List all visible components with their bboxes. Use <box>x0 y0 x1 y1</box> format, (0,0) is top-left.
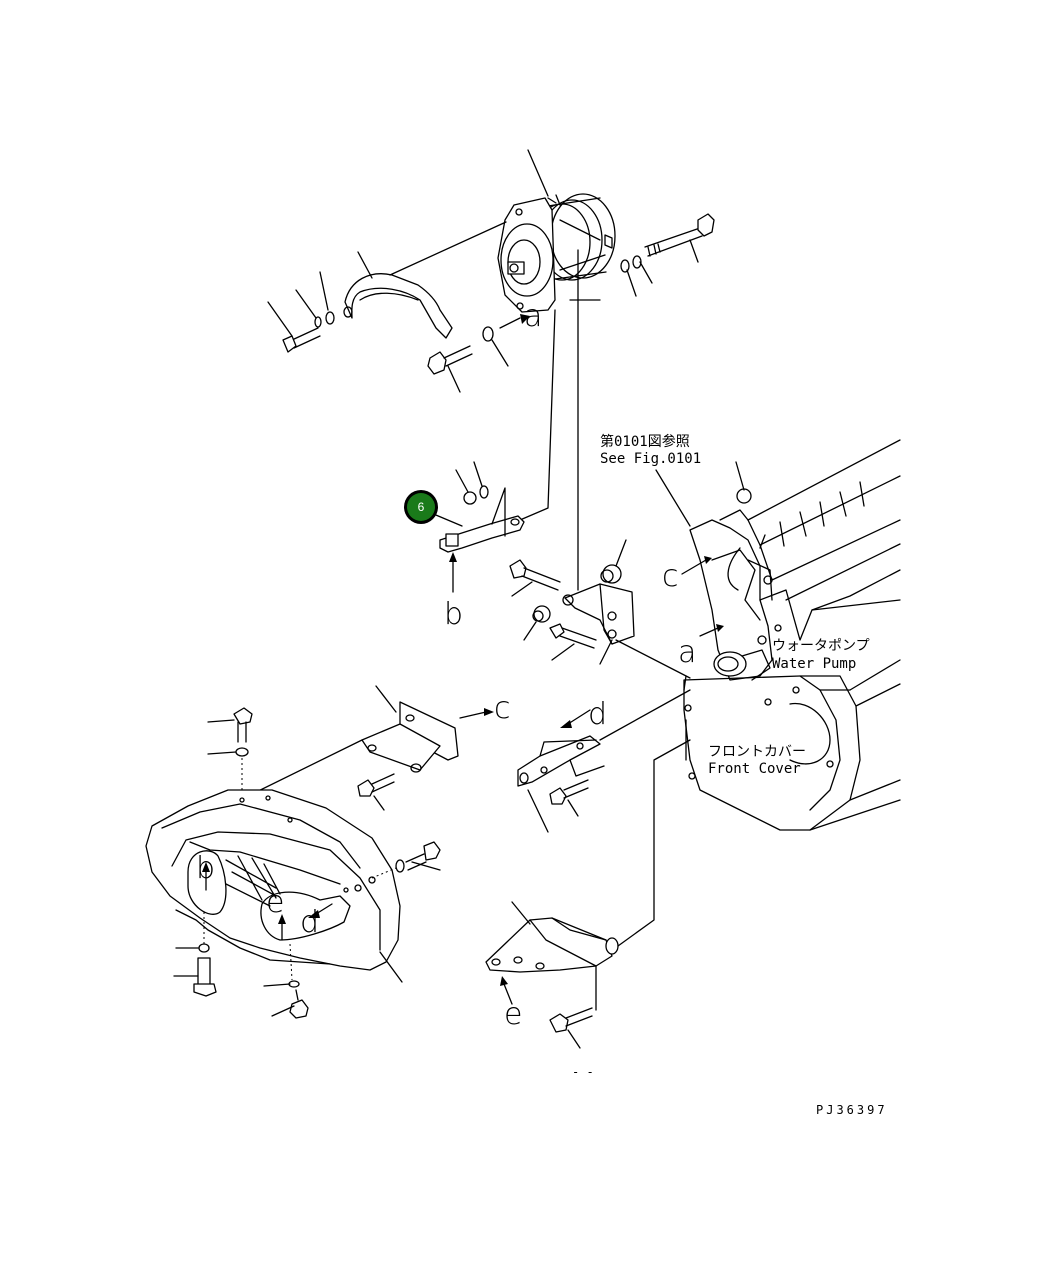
callout-number: 6 <box>418 500 425 514</box>
leader-line <box>615 539 627 567</box>
cover-bolt-right <box>395 841 441 873</box>
view-letter-e2: e <box>266 885 284 920</box>
leader-line <box>447 365 461 393</box>
leader-line <box>473 461 483 487</box>
view-letter-c2: c <box>494 691 511 726</box>
arrow-c2 <box>459 711 487 719</box>
engine-block <box>689 439 901 681</box>
leader-line <box>655 469 691 527</box>
leader-line <box>511 901 531 925</box>
tensioner-bolt <box>509 559 561 591</box>
cover-bolt-mid <box>357 773 395 797</box>
tensioner-bracket <box>562 583 635 645</box>
leader-line <box>411 861 441 871</box>
see-fig-en[interactable]: See Fig.0101 <box>600 451 701 467</box>
leader-line <box>491 339 509 367</box>
leader-line <box>379 951 403 983</box>
leader-line <box>375 685 397 713</box>
tensioner-lower-bolt <box>549 623 597 649</box>
leader-line <box>599 639 613 665</box>
bottom-mark: - - <box>572 1065 594 1079</box>
assembly-line <box>371 867 397 879</box>
lower-bracket <box>485 917 619 973</box>
assembly-line <box>389 221 507 276</box>
adjusting-arm <box>343 273 453 339</box>
callout-badge[interactable]: 6 <box>404 490 438 524</box>
leader-line <box>207 719 235 723</box>
leader-line <box>263 983 291 987</box>
assembly-line <box>599 689 691 741</box>
leader-line <box>207 751 237 755</box>
arrow-d <box>567 709 591 725</box>
leader-line <box>639 261 653 284</box>
lower-bracket-bolt <box>549 1007 593 1033</box>
water-pump-en: Water Pump <box>772 656 856 672</box>
leader-line <box>527 789 549 833</box>
arrow-a2 <box>699 627 719 637</box>
leader-line <box>735 461 745 491</box>
water-pump <box>713 649 771 681</box>
leader-line <box>357 251 373 279</box>
cover-support-bracket <box>517 735 605 787</box>
view-letter-e: e <box>504 997 522 1032</box>
leader-line <box>567 1029 581 1049</box>
leader-line <box>523 621 537 641</box>
view-letter-a: a <box>524 299 542 334</box>
leader-line <box>271 1005 295 1017</box>
leader-line <box>267 301 293 337</box>
figure-code: PJ36397 <box>816 1103 888 1117</box>
cover-bolt-top <box>233 707 253 757</box>
assembly-line <box>615 639 691 679</box>
assembly-line <box>519 309 556 521</box>
view-letter-b: b <box>444 597 463 632</box>
arrow-d2 <box>315 903 333 915</box>
assembly-line <box>617 739 691 947</box>
leader-line <box>689 239 699 263</box>
bracket-nut-washer <box>463 485 489 505</box>
arrow-c <box>681 559 707 575</box>
view-letter-c: c <box>662 559 679 594</box>
leader-line <box>551 643 575 661</box>
leader-line <box>511 581 533 597</box>
leader-line <box>527 149 549 197</box>
front-cover-jp: フロントカバー <box>708 744 806 760</box>
cover-bracket <box>361 701 459 773</box>
alternator <box>497 193 616 313</box>
water-pump-jp: ウォータポンプ <box>772 638 870 654</box>
bracket <box>439 487 525 553</box>
front-cover-en: Front Cover <box>708 761 801 777</box>
leader-line <box>319 271 329 311</box>
leader-line <box>626 269 637 297</box>
arm-bolt <box>427 326 494 375</box>
support-bracket-bolt <box>549 779 589 805</box>
front-cover <box>683 659 901 831</box>
view-letter-a2: a <box>678 635 696 670</box>
view-letter-d: d <box>588 697 607 732</box>
belt-cover <box>145 789 401 971</box>
adjusting-arm-bolt <box>282 311 335 353</box>
spacer-bushing-lower <box>532 605 551 623</box>
cover-bolt-lower-left <box>193 943 217 997</box>
view-letter-d2: d <box>300 905 319 940</box>
see-fig-jp: 第0101図参照 <box>600 433 690 450</box>
leader-line <box>455 469 469 493</box>
engine-mount-nut <box>736 488 752 504</box>
leader-line <box>295 289 317 319</box>
view-letter-b2: b <box>196 851 215 886</box>
arrow-a <box>499 317 521 329</box>
leader-line <box>373 795 385 811</box>
spacer-bushing <box>600 564 622 584</box>
through-bolt <box>620 213 715 273</box>
cover-bolt-lower-mid <box>288 980 309 1019</box>
leader-line <box>567 799 579 817</box>
assembly-line <box>289 943 293 981</box>
arrow-e <box>503 983 513 1005</box>
